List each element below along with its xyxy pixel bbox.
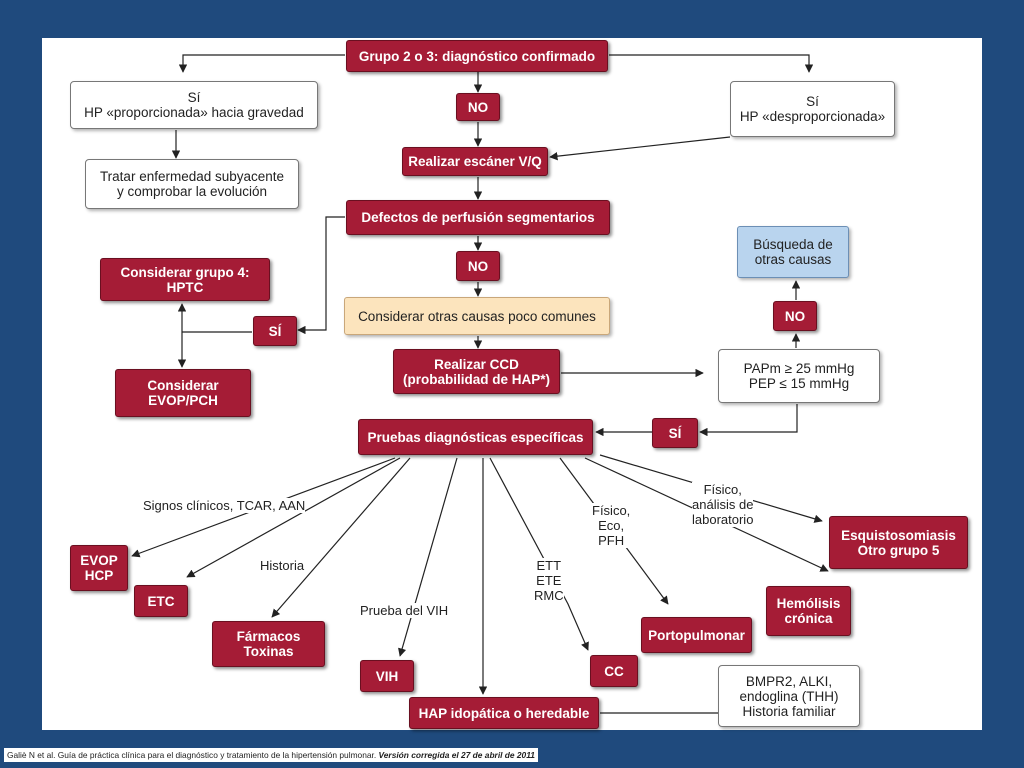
edge-defectos-si1 bbox=[297, 216, 345, 335]
label-fisico-laboratorio: Físico, análisis de laboratorio bbox=[692, 482, 754, 527]
node-cc: CC bbox=[590, 655, 638, 687]
node-defectos-perfusion: Defectos de perfusión segmentarios bbox=[346, 200, 610, 235]
node-hemolisis-cronica: Hemólisis crónica bbox=[766, 586, 851, 636]
edge-pruebas-etc bbox=[186, 457, 401, 578]
node-busqueda-otras-causas: Búsqueda de otras causas bbox=[737, 226, 849, 278]
node-no-2: NO bbox=[773, 301, 817, 331]
node-considerar-evop-pch: Considerar EVOP/PCH bbox=[115, 369, 251, 417]
node-farmacos-toxinas: Fármacos Toxinas bbox=[212, 621, 325, 667]
node-tratar-enfermedad: Tratar enfermedad subyacente y comprobar… bbox=[85, 159, 299, 209]
edge-papm-si2 bbox=[699, 404, 798, 437]
node-realizar-escaner: Realizar escáner V/Q bbox=[402, 147, 548, 176]
version-note: Versión corregida el 27 de abril de 2011 bbox=[378, 750, 535, 760]
node-bmpr2: BMPR2, ALKI, endoglina (THH) Historia fa… bbox=[718, 665, 860, 727]
edge-grupo23-siprop bbox=[178, 54, 345, 73]
node-considerar-grupo-4: Considerar grupo 4: HPTC bbox=[100, 258, 270, 301]
node-si-1: SÍ bbox=[253, 316, 297, 346]
label-prueba-vih: Prueba del VIH bbox=[360, 603, 449, 618]
node-grupo-2-3: Grupo 2 o 3: diagnóstico confirmado bbox=[346, 40, 608, 72]
node-pruebas-diagnosticas: Pruebas diagnósticas específicas bbox=[358, 419, 593, 455]
node-evop-hcp: EVOP HCP bbox=[70, 545, 128, 591]
citation-footer: Galiè N et al. Guía de práctica clínica … bbox=[4, 748, 538, 762]
node-realizar-ccd: Realizar CCD (probabilidad de HAP*) bbox=[393, 349, 560, 394]
node-si-2: SÍ bbox=[652, 418, 698, 448]
node-no-3: NO bbox=[456, 251, 500, 281]
citation-text: Galiè N et al. Guía de práctica clínica … bbox=[7, 750, 379, 760]
node-hap-idiopatica: HAP idopática o heredable bbox=[409, 697, 599, 729]
node-vih: VIH bbox=[360, 660, 414, 692]
node-considerar-otras-causas: Considerar otras causas poco comunes bbox=[344, 297, 610, 335]
label-signos-clinicos: Signos clínicos, TCAR, AAN bbox=[143, 498, 306, 513]
node-esquistosomiasis: Esquistosomiasis Otro grupo 5 bbox=[829, 516, 968, 569]
label-historia: Historia bbox=[260, 558, 305, 573]
node-si-hp-desproporcionada: Sí HP «desproporcionada» bbox=[730, 81, 895, 137]
edge-sidesprop-escaner bbox=[549, 136, 731, 161]
node-portopulmonar: Portopulmonar bbox=[641, 617, 752, 653]
node-papm-pep: PAPm ≥ 25 mmHg PEP ≤ 15 mmHg bbox=[718, 349, 880, 403]
node-si-hp-proporcionada: Sí HP «proporcionada» hacia gravedad bbox=[70, 81, 318, 129]
edge-grupo23-sidesprop bbox=[609, 54, 814, 73]
edge-pruebas-vih bbox=[398, 457, 458, 657]
node-etc: ETC bbox=[134, 585, 188, 617]
edge-pruebas-farmacos bbox=[271, 457, 411, 618]
edge-pruebas-cc bbox=[489, 457, 589, 651]
node-no-1: NO bbox=[456, 93, 500, 121]
label-fisico-eco-pfh: Físico, Eco, PFH bbox=[592, 503, 631, 548]
label-ett-ete-rmc: ETT ETE RMC bbox=[534, 558, 564, 603]
